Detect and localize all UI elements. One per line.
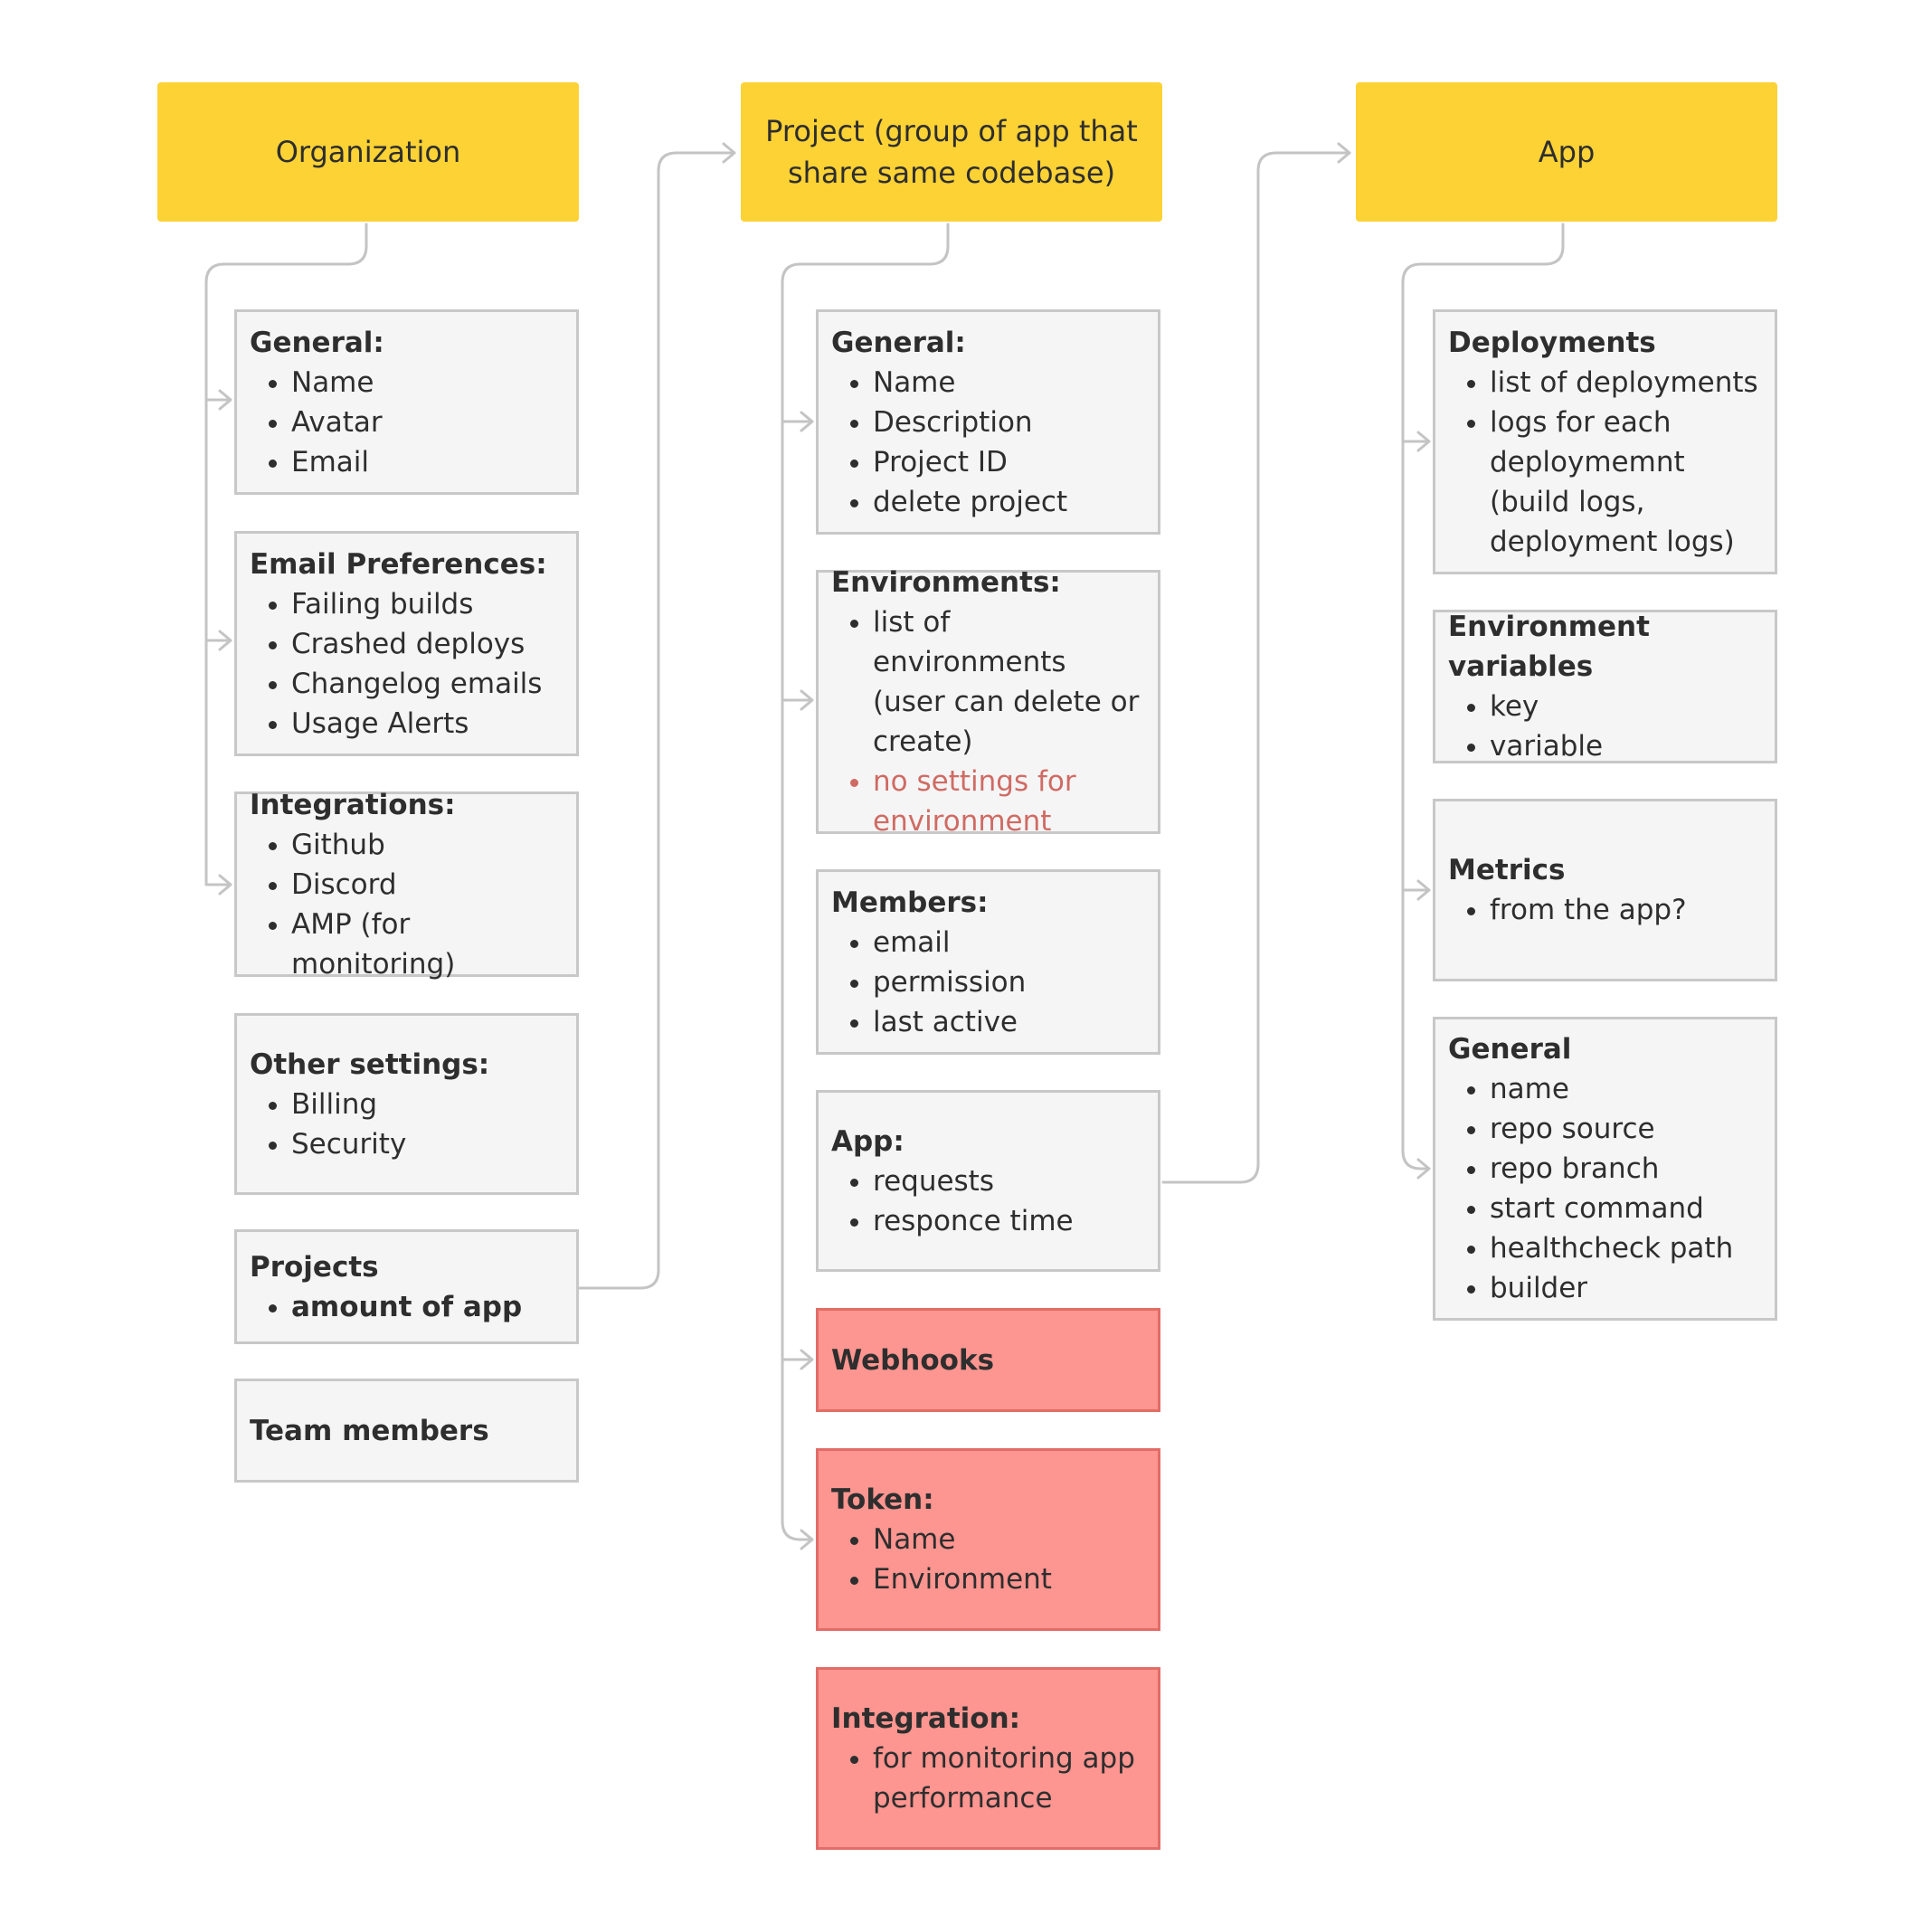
- list-item: builder: [1490, 1268, 1762, 1308]
- list-item: Description: [873, 403, 1145, 442]
- list-item: email: [873, 923, 1145, 962]
- project-arrow-environments: [781, 689, 814, 711]
- list-item: from the app?: [1490, 890, 1762, 930]
- list-item: Email: [291, 442, 564, 482]
- list-item: Avatar: [291, 403, 564, 442]
- card-title: Other settings:: [250, 1047, 490, 1081]
- list-item: Environment: [873, 1559, 1145, 1599]
- projects-to-project-connector: [577, 142, 736, 1290]
- list-item: amount of app: [291, 1287, 564, 1327]
- app-arrow-general: [1416, 1158, 1431, 1180]
- app-header: App: [1356, 82, 1777, 222]
- card-title: Environment variables: [1448, 611, 1650, 683]
- list-item: last active: [873, 1002, 1145, 1042]
- app-arrow-metrics: [1401, 879, 1431, 901]
- list-item: Project ID: [873, 442, 1145, 482]
- org-arrow-general: [204, 389, 232, 411]
- org-general-card: General: Name Avatar Email: [234, 309, 579, 495]
- list-item: Github: [291, 825, 564, 865]
- list-item: healthcheck path: [1490, 1228, 1762, 1268]
- app-to-appheader-connector: [1161, 142, 1351, 1184]
- card-title: Environments:: [831, 566, 1061, 599]
- list-item: logs for each deploymemnt (build logs, d…: [1490, 403, 1762, 562]
- card-title: General:: [831, 326, 966, 359]
- card-title: Members:: [831, 886, 989, 919]
- list-item: permission: [873, 962, 1145, 1002]
- org-projects-card: Projects amount of app: [234, 1229, 579, 1344]
- card-title: Integrations:: [250, 788, 456, 821]
- organization-header: Organization: [157, 82, 579, 222]
- list-item: start command: [1490, 1189, 1762, 1228]
- project-arrow-general: [781, 411, 814, 432]
- list-item: Discord: [291, 865, 564, 905]
- project-members-card: Members: email permission last active: [816, 869, 1160, 1055]
- list-item: Security: [291, 1124, 564, 1164]
- list-item: responce time: [873, 1201, 1145, 1241]
- list-item: key: [1490, 687, 1762, 726]
- card-title: Token:: [831, 1483, 934, 1516]
- project-integration-card: Integration: for monitoring app performa…: [816, 1667, 1160, 1850]
- project-environments-card: Environments: list of environments (user…: [816, 566, 1160, 838]
- org-other-settings-card: Other settings: Billing Security: [234, 1013, 579, 1195]
- project-webhooks-card: Webhooks: [816, 1308, 1160, 1412]
- org-integrations-card: Integrations: Github Discord AMP (for mo…: [234, 789, 579, 981]
- list-item: Billing: [291, 1085, 564, 1124]
- list-item: Usage Alerts: [291, 704, 564, 744]
- list-item: delete project: [873, 482, 1145, 522]
- card-title: App:: [831, 1124, 904, 1158]
- list-item: Failing builds: [291, 584, 564, 624]
- project-header: Project (group of app that share same co…: [741, 82, 1162, 222]
- app-deployments-card: Deployments list of deployments logs for…: [1433, 309, 1777, 574]
- list-item: AMP (for monitoring): [291, 905, 564, 984]
- card-title: Integration:: [831, 1702, 1021, 1735]
- list-item: Name: [291, 363, 564, 403]
- list-item: repo source: [1490, 1109, 1762, 1149]
- list-item: list of environments (user can delete or…: [873, 602, 1145, 762]
- project-arrow-token: [800, 1529, 814, 1550]
- card-title: General: [1448, 1033, 1572, 1066]
- card-title: Metrics: [1448, 854, 1566, 886]
- org-email-preferences-card: Email Preferences: Failing builds Crashe…: [234, 531, 579, 756]
- org-team-members-card: Team members: [234, 1379, 579, 1483]
- project-app-card: App: requests responce time: [816, 1090, 1160, 1272]
- card-title: Email Preferences:: [250, 547, 547, 581]
- list-item: repo branch: [1490, 1149, 1762, 1189]
- list-item: name: [1490, 1069, 1762, 1109]
- list-item: requests: [873, 1161, 1145, 1201]
- app-environment-variables-card: Environment variables key variable: [1433, 610, 1777, 763]
- project-token-card: Token: Name Environment: [816, 1448, 1160, 1631]
- list-item: Name: [873, 1520, 1145, 1559]
- card-title: Deployments: [1448, 326, 1656, 359]
- card-title: Webhooks: [831, 1343, 995, 1377]
- card-title: Projects: [250, 1250, 379, 1284]
- project-arrow-webhooks: [781, 1349, 814, 1370]
- org-arrow-integrations: [204, 874, 232, 896]
- card-title: General:: [250, 326, 384, 359]
- list-item: list of deployments: [1490, 363, 1762, 403]
- app-arrow-deployments: [1401, 431, 1431, 452]
- list-item: for monitoring app performance: [873, 1739, 1145, 1818]
- list-item-warning: no settings for environment: [873, 762, 1145, 841]
- app-general-card: General name repo source repo branch sta…: [1433, 1017, 1777, 1321]
- list-item: Changelog emails: [291, 664, 564, 704]
- card-title: Team members: [250, 1414, 489, 1447]
- project-general-card: General: Name Description Project ID del…: [816, 309, 1160, 535]
- org-arrow-email-prefs: [204, 630, 232, 651]
- list-item: variable: [1490, 726, 1762, 766]
- app-metrics-card: Metrics from the app?: [1433, 799, 1777, 981]
- list-item: Name: [873, 363, 1145, 403]
- list-item: Crashed deploys: [291, 624, 564, 664]
